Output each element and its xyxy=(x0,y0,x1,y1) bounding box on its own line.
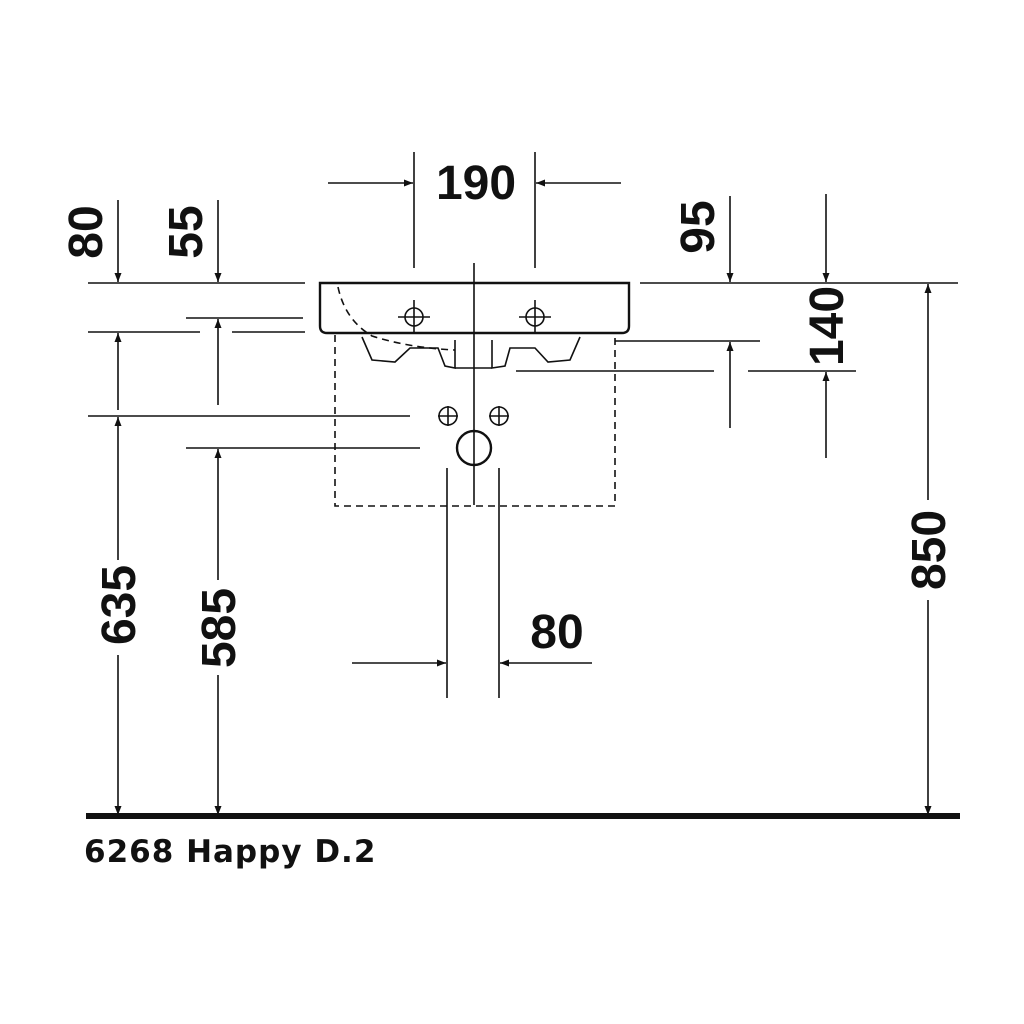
supply-connections xyxy=(438,406,509,698)
extension-lines xyxy=(88,152,958,449)
dim-right-rim-offset: 95 xyxy=(672,200,725,253)
dim-top-tap-spacing: 190 xyxy=(436,157,516,210)
pedestal-outline xyxy=(334,335,616,507)
tap-hole-left xyxy=(398,300,430,334)
product-caption: 6268 Happy D.2 xyxy=(84,834,377,870)
dim-drain-spacing: 80 xyxy=(530,606,583,659)
dim-left-inner-height: 585 xyxy=(193,588,246,668)
dim-total-height: 850 xyxy=(903,510,956,590)
dim-left-inner-rim: 55 xyxy=(160,205,213,258)
dim-left-outer-rim: 80 xyxy=(60,205,113,258)
tap-hole-right xyxy=(519,300,551,334)
dim-right-overflow: 140 xyxy=(801,286,854,366)
dim-left-outer-height: 635 xyxy=(93,565,146,645)
washbasin-outline xyxy=(318,263,631,505)
